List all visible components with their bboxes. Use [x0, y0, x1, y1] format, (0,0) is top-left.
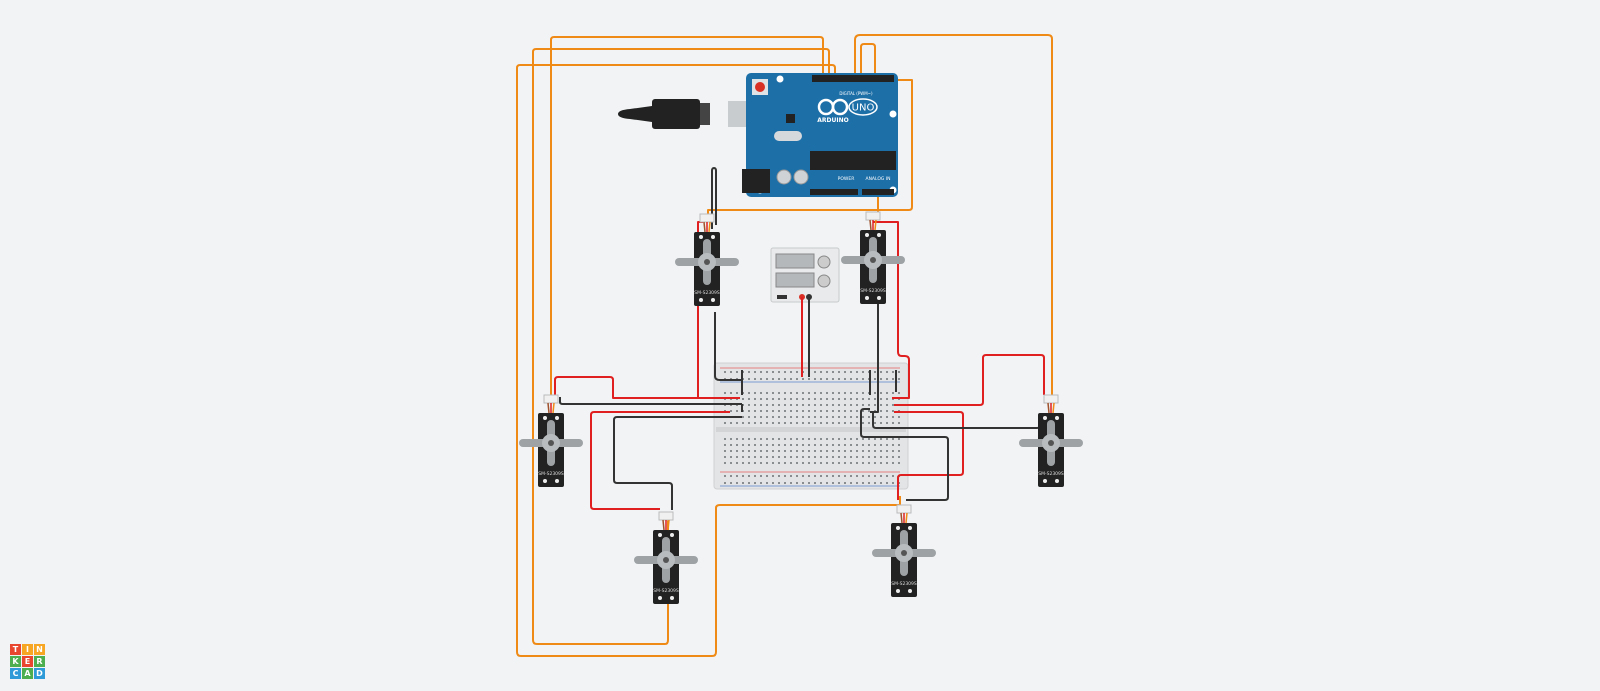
servo-top-right[interactable]: SM-S2309S	[840, 211, 906, 305]
tinkercad-logo[interactable]: T I N K E R C A D	[10, 644, 46, 680]
arduino-logo: UNO ARDUINO	[817, 98, 878, 124]
logo-letter: N	[34, 644, 45, 655]
usb-plug	[652, 99, 700, 129]
power-jack	[742, 169, 770, 193]
servo-label: SM-S2309S	[891, 581, 917, 587]
wire-signal-6[interactable]	[707, 79, 913, 222]
servo-label: SM-S2309S	[860, 288, 886, 294]
power-switch[interactable]	[777, 295, 787, 299]
servo-layer: SM-S2309S SM-S2309S SM-S2309S SM-S2309S …	[518, 211, 1084, 605]
power-label: POWER	[838, 176, 855, 182]
servo-right[interactable]: SM-S2309S	[1018, 394, 1084, 488]
voltage-display	[775, 253, 815, 269]
board-model: UNO	[852, 103, 875, 114]
servo-left[interactable]: SM-S2309S	[518, 394, 584, 488]
servo-label: SM-S2309S	[694, 290, 720, 296]
orange-wires	[516, 34, 1053, 657]
logo-letter: C	[10, 668, 21, 679]
reset-button[interactable]	[755, 82, 765, 92]
logo-letter: A	[22, 668, 33, 679]
wire-signal-4[interactable]	[854, 34, 1053, 395]
logo-letter: T	[10, 644, 21, 655]
analog-label: ANALOG IN	[865, 176, 890, 182]
logo-letter: D	[34, 668, 45, 679]
power-wires	[554, 167, 1045, 510]
power-header	[810, 189, 858, 195]
servo-label: SM-S2309S	[1038, 471, 1064, 477]
wire-signal-2[interactable]	[532, 48, 830, 645]
usb-cable	[618, 106, 652, 122]
analog-header	[862, 189, 894, 195]
board-brand: ARDUINO	[817, 117, 848, 124]
current-knob[interactable]	[817, 274, 831, 288]
arduino-uno-board[interactable]: UNO ARDUINO DIGITAL (PWM~) POWER ANALOG …	[618, 73, 898, 197]
wire-signal-3[interactable]	[516, 64, 901, 657]
logo-letter: R	[34, 656, 45, 667]
logo-letter: K	[10, 656, 21, 667]
current-display	[775, 272, 815, 288]
atmega-chip	[810, 151, 896, 170]
breadboard[interactable]	[713, 362, 909, 490]
servo-bottom-right[interactable]: SM-S2309S	[871, 504, 937, 598]
logo-letter: E	[22, 656, 33, 667]
logo-letter: I	[22, 644, 33, 655]
digital-header	[812, 75, 894, 82]
servo-bottom-left[interactable]: SM-S2309S	[633, 511, 699, 605]
wire-signal-5[interactable]	[860, 43, 876, 80]
power-supply[interactable]	[770, 247, 840, 303]
servo-top-left[interactable]: SM-S2309S	[674, 213, 740, 307]
voltage-knob[interactable]	[817, 255, 831, 269]
digital-label: DIGITAL (PWM~)	[839, 91, 873, 96]
wire-signal-1[interactable]	[550, 36, 824, 395]
servo-label: SM-S2309S	[653, 588, 679, 594]
servo-label: SM-S2309S	[538, 471, 564, 477]
